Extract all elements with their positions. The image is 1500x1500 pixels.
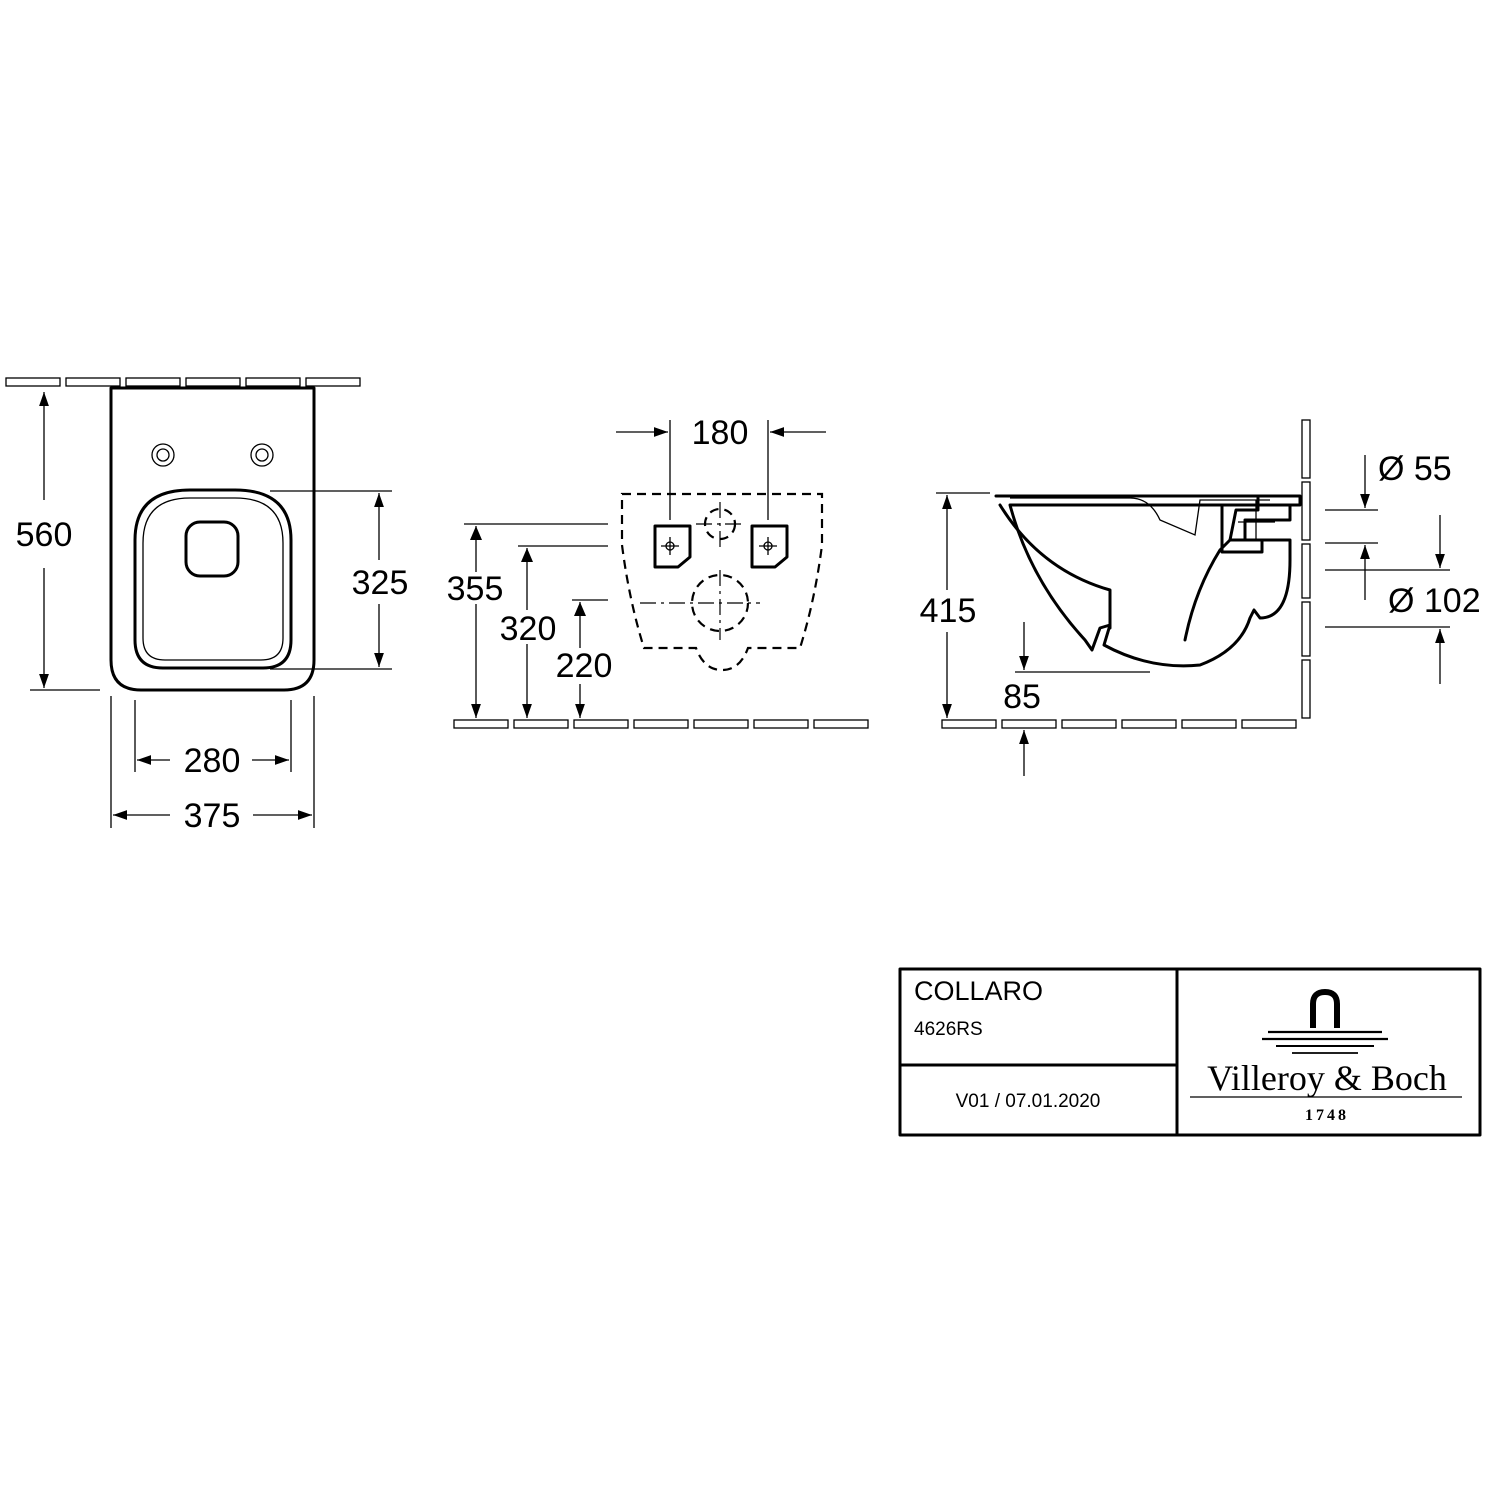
dim-375: 375 — [184, 797, 241, 835]
brand-name: Villeroy & Boch — [1207, 1058, 1447, 1098]
fixing-hole-left — [653, 524, 692, 569]
bowl-profile-outer — [994, 494, 1302, 668]
bowl-trap — [1183, 496, 1260, 642]
wall-line-right — [1301, 419, 1311, 719]
article-number: 4626RS — [914, 1019, 983, 1040]
seat-outline — [133, 488, 293, 670]
fixing-hole-right — [750, 524, 789, 569]
product-name: COLLARO — [914, 976, 1043, 1006]
villeroy-boch-fountain-logo-icon — [1262, 988, 1388, 1054]
floor-line-right — [941, 719, 1297, 729]
fixing-bolt-icon — [151, 443, 274, 467]
dim-560: 560 — [16, 516, 73, 554]
dim-180: 180 — [692, 414, 749, 452]
top-view: 560 325 280 375 — [5, 377, 409, 835]
wall-line-top — [5, 377, 361, 387]
dim-320: 320 — [500, 610, 557, 648]
rear-outline-dashed — [620, 492, 824, 672]
dim-220: 220 — [556, 647, 613, 685]
dim-diameter-55: Ø 55 — [1378, 450, 1452, 488]
dim-415: 415 — [920, 592, 977, 630]
water-inlet-dashed-icon — [696, 502, 744, 548]
seat-cover-cap — [184, 520, 240, 578]
revision-date: V01 / 07.01.2020 — [956, 1091, 1101, 1112]
dim-85: 85 — [1003, 678, 1041, 716]
side-view: 415 85 Ø 55 Ø 102 — [920, 419, 1481, 776]
dim-355: 355 — [447, 570, 504, 608]
bowl-inner-curve — [998, 503, 1112, 630]
brand-year: 1748 — [1305, 1107, 1349, 1124]
rear-view: 180 355 320 220 — [447, 414, 869, 729]
fixing-hole-marker-icon — [661, 537, 777, 555]
floor-line-middle — [453, 719, 869, 729]
inlet-connector — [1220, 503, 1292, 554]
bowl-rim-top — [1010, 497, 1270, 536]
seat-inner-outline — [142, 497, 284, 661]
bowl-outline-top — [109, 386, 316, 692]
dim-diameter-102: Ø 102 — [1388, 582, 1481, 620]
dim-280: 280 — [184, 742, 241, 780]
dim-325: 325 — [352, 564, 409, 602]
outlet-dashed-icon — [640, 570, 760, 640]
title-block: COLLARO 4626RS V01 / 07.01.2020 Villeroy… — [898, 967, 1482, 1137]
